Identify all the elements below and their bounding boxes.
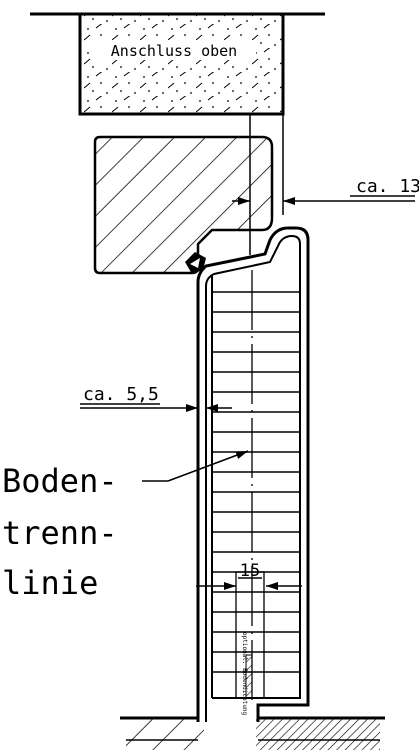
dim-side-label: ca. 5,5 <box>83 384 159 405</box>
dimension-side: ca. 5,5 <box>80 384 232 412</box>
door-leaf <box>196 226 310 722</box>
dimension-bottom: 15 <box>196 561 302 590</box>
seal-profile <box>185 252 206 274</box>
connection-block: Anschluss oben <box>78 12 285 116</box>
optional-floor-seal: optional: Bodendichtung <box>235 571 265 715</box>
slat-lines <box>212 291 300 673</box>
optional-seal-label: optional: Bodendichtung <box>241 632 248 715</box>
floor-label-line-2: trenn- <box>2 514 118 552</box>
dimension-top: ca. 13 <box>232 176 419 205</box>
frame-profile <box>93 135 274 275</box>
floor-label-line-3: linie <box>2 564 98 602</box>
dim-top-label: ca. 13 <box>356 176 419 197</box>
connection-top-label: Anschluss oben <box>111 42 237 60</box>
floor <box>120 716 385 750</box>
floor-line-leader: Boden- trenn- linie <box>2 450 249 602</box>
dim-bottom-label: 15 <box>240 561 260 581</box>
floor-label-line-1: Boden- <box>2 462 118 500</box>
